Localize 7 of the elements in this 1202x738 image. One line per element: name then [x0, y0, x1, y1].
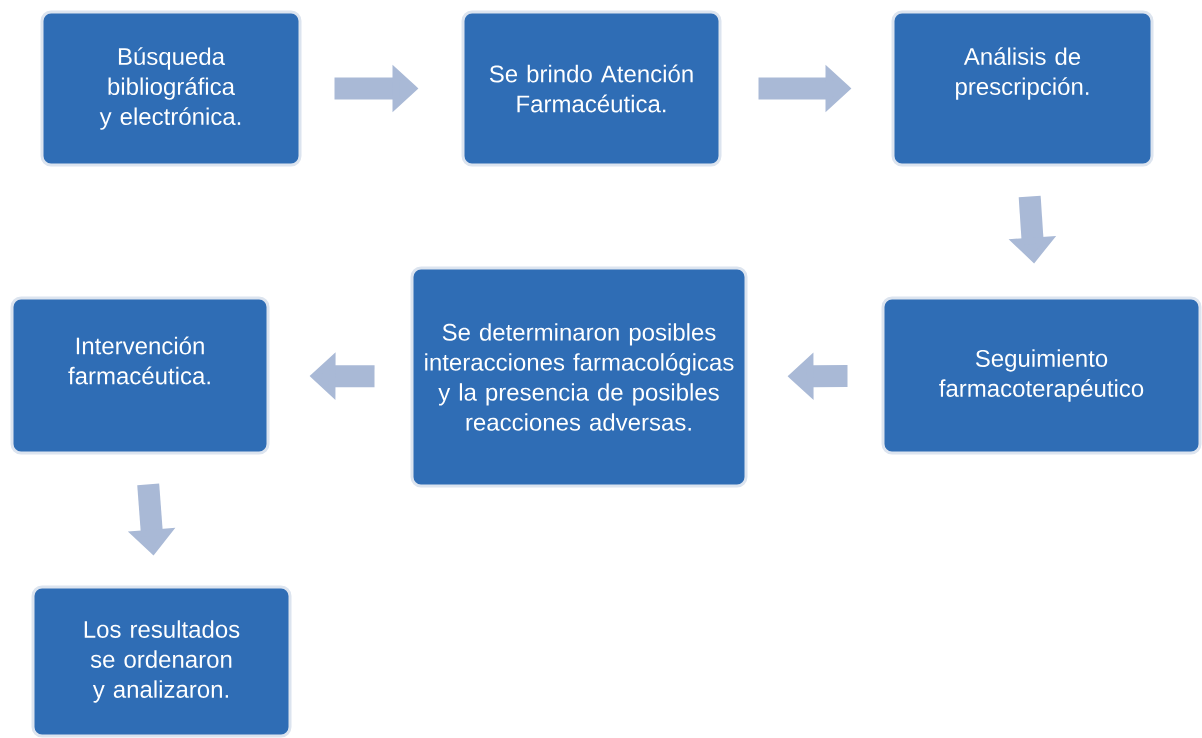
process-box: Se determinaron posibles interacciones farmacológicas y la presencia de posibles reacciones adversas. [410, 266, 748, 488]
process-box: Seguimiento farmacoterapéutico [881, 296, 1202, 455]
process-box: Búsqueda bibliográfica y electrónica. [40, 10, 302, 167]
process-box: Intervención farmacéutica. [10, 296, 270, 455]
process-box: Análisis de prescripción. [891, 10, 1154, 167]
process-box: Se brindo Atención Farmacéutica. [461, 10, 722, 167]
process-box: Los resultados se ordenaron y analizaron. [31, 585, 292, 738]
